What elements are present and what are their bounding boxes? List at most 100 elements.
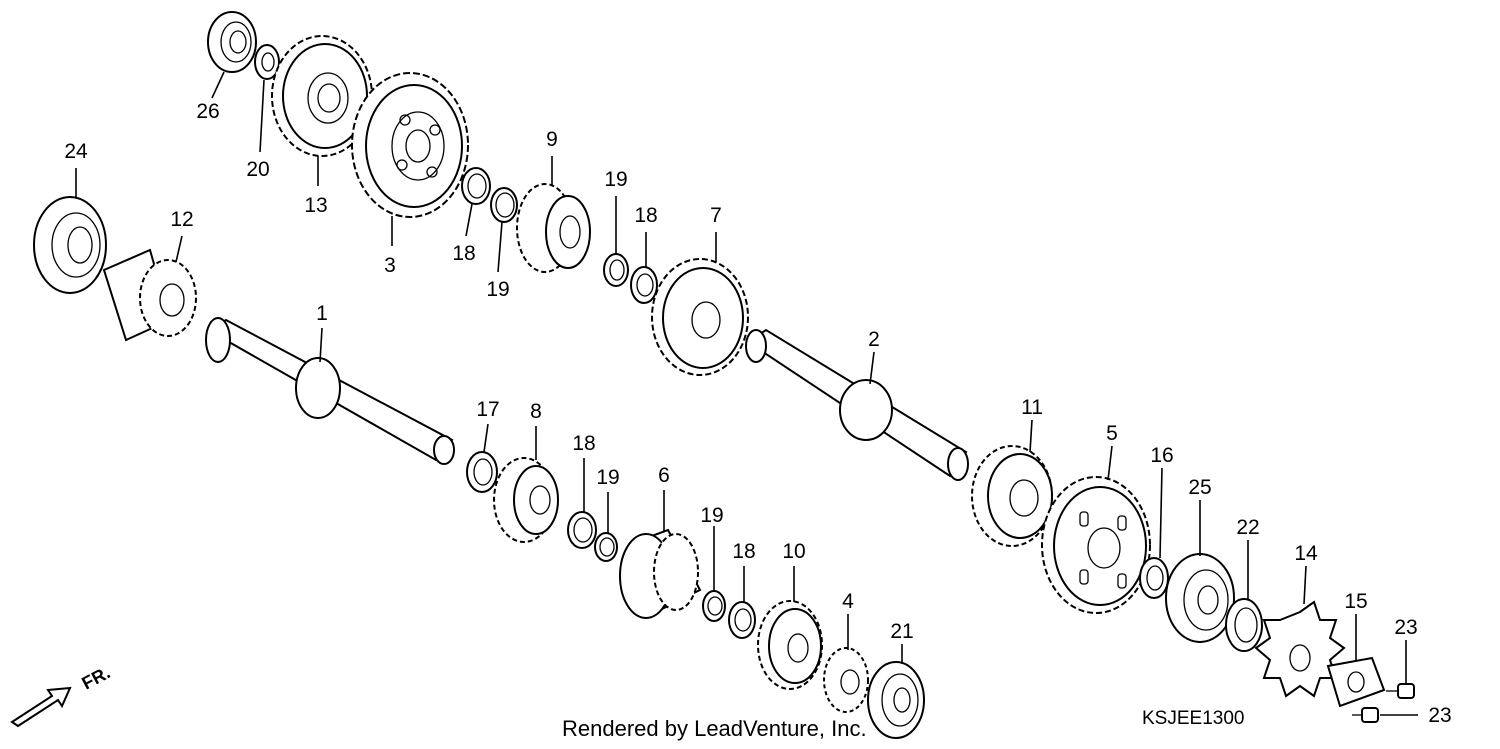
part-19-washer-upper[interactable] — [490, 187, 518, 223]
part-22-oil-seal[interactable] — [1225, 598, 1263, 652]
part-2-countershaft[interactable] — [745, 328, 969, 481]
part-24-bearing[interactable] — [33, 196, 107, 294]
callout-7: 7 — [710, 204, 722, 262]
part-18-snap-ring-lower[interactable] — [567, 511, 597, 549]
part-18-snap-ring-upper[interactable] — [461, 167, 491, 205]
callout-19-lower-a: 19 — [596, 466, 620, 533]
callout-label: 10 — [782, 540, 805, 563]
callout-19-upper-a: 19 — [486, 221, 510, 301]
part-19-washer-lower[interactable] — [594, 532, 618, 562]
callout-10: 10 — [782, 540, 806, 602]
callout-14: 14 — [1294, 542, 1318, 605]
part-10-gear[interactable] — [757, 600, 823, 690]
callout-label: 18 — [732, 540, 755, 563]
callout-18-upper-a: 18 — [452, 203, 476, 265]
part-7-gear[interactable] — [651, 258, 749, 376]
part-14-sprocket[interactable] — [1254, 600, 1346, 698]
part-13-gear[interactable] — [271, 35, 373, 157]
callout-label: 4 — [842, 590, 854, 613]
part-21-bearing[interactable] — [867, 661, 925, 739]
callout-16: 16 — [1150, 444, 1174, 559]
callout-label: 18 — [452, 242, 475, 265]
callout-18-lower-a: 18 — [572, 432, 596, 512]
callout-22: 22 — [1236, 516, 1260, 600]
callout-19-upper-b: 19 — [604, 168, 628, 254]
part-23-bolt-lower[interactable] — [1352, 707, 1379, 723]
part-19-washer-lower-b[interactable] — [702, 590, 726, 622]
part-16-washer[interactable] — [1139, 557, 1169, 599]
callout-label: 23 — [1428, 704, 1451, 727]
part-8-gear[interactable] — [493, 457, 559, 543]
callout-4: 4 — [842, 590, 854, 650]
part-12-gear[interactable] — [102, 248, 197, 342]
callout-label: 21 — [890, 620, 913, 643]
part-19-washer-upper-b[interactable] — [603, 253, 629, 287]
callout-label: 19 — [596, 466, 619, 489]
callout-17: 17 — [476, 398, 500, 453]
callout-label: 26 — [196, 100, 219, 123]
part-9-gear[interactable] — [516, 183, 591, 273]
part-18-snap-ring-upper-b[interactable] — [630, 266, 658, 304]
callout-11: 11 — [1021, 396, 1043, 453]
callout-label: 20 — [246, 158, 269, 181]
callout-3: 3 — [384, 216, 396, 277]
callout-23-upper: 23 — [1394, 616, 1418, 684]
part-4-gear[interactable] — [823, 647, 869, 713]
callout-label: 15 — [1344, 590, 1367, 613]
callout-label: 18 — [572, 432, 595, 455]
callout-label: 11 — [1021, 396, 1043, 419]
front-direction-arrow-icon — [10, 686, 72, 728]
callout-label: 19 — [700, 504, 723, 527]
part-3-gear[interactable] — [351, 72, 469, 218]
callout-26: 26 — [196, 71, 225, 123]
part-5-gear[interactable] — [1041, 476, 1151, 614]
callout-label: 23 — [1394, 616, 1417, 639]
callout-2: 2 — [868, 328, 880, 385]
callout-13: 13 — [304, 156, 328, 217]
diagram-code: KSJEE1300 — [1142, 708, 1245, 729]
callout-label: 8 — [530, 400, 542, 423]
part-23-bolt-upper[interactable] — [1386, 683, 1415, 699]
callout-label: 22 — [1236, 516, 1259, 539]
callout-label: 6 — [658, 464, 670, 487]
callout-21: 21 — [890, 620, 914, 664]
part-17-washer[interactable] — [466, 451, 498, 493]
callout-label: 19 — [604, 168, 627, 191]
callout-label: 3 — [384, 254, 396, 277]
callout-label: 9 — [546, 128, 558, 151]
callout-23-lower: 23 — [1380, 704, 1452, 727]
callout-label: 14 — [1294, 542, 1318, 565]
part-20-washer[interactable] — [254, 44, 280, 80]
callout-label: 2 — [868, 328, 880, 351]
callout-label: 18 — [634, 204, 657, 227]
callout-label: 12 — [170, 208, 193, 231]
callout-6: 6 — [658, 464, 670, 532]
callout-25: 25 — [1188, 476, 1212, 556]
callout-label: 13 — [304, 194, 327, 217]
part-15-plate[interactable] — [1326, 656, 1386, 708]
direction-label: FR. — [78, 662, 113, 693]
part-11-gear[interactable] — [971, 445, 1053, 547]
callout-label: 24 — [64, 140, 88, 163]
part-6-gear[interactable] — [619, 528, 702, 619]
callout-9: 9 — [546, 128, 558, 186]
callout-label: 7 — [710, 204, 722, 227]
callout-label: 17 — [476, 398, 499, 421]
part-1-mainshaft[interactable] — [205, 317, 455, 465]
render-credit: Rendered by LeadVenture, Inc. — [562, 716, 867, 741]
callout-18-lower-b: 18 — [732, 540, 756, 602]
callout-label: 25 — [1188, 476, 1211, 499]
callout-18-upper-b: 18 — [634, 204, 658, 268]
part-18-snap-ring-lower-b[interactable] — [728, 601, 756, 639]
callout-19-lower-b: 19 — [700, 504, 724, 590]
callout-15: 15 — [1344, 590, 1368, 660]
callout-12: 12 — [170, 208, 194, 263]
callout-label: 16 — [1150, 444, 1173, 467]
callout-label: 1 — [316, 302, 328, 325]
part-26-bearing[interactable] — [207, 11, 257, 73]
callout-label: 5 — [1106, 422, 1118, 445]
callout-1: 1 — [316, 302, 328, 363]
callout-label: 19 — [486, 278, 509, 301]
part-25-bearing[interactable] — [1165, 553, 1235, 643]
